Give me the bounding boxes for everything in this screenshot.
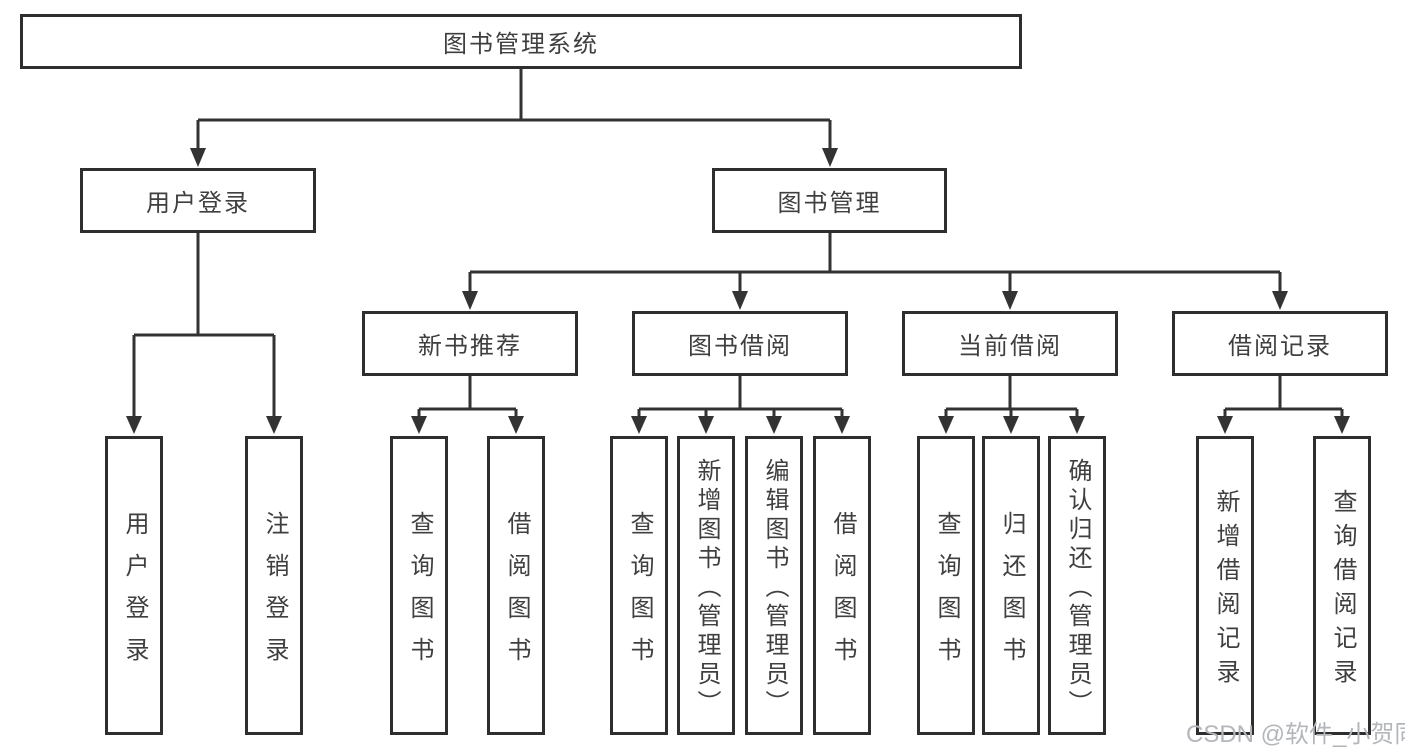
node-leaf-br-add-record: 新增借阅记录 — [1196, 436, 1254, 735]
connector-book-borrow — [631, 376, 850, 434]
node-leaf-bb-add-book-admin: 新增图书（管理员） — [677, 436, 735, 735]
node-leaf-nb-borrow-book: 借阅图书 — [487, 436, 545, 735]
node-leaf-cb-query-book-label: 查询图书 — [933, 510, 960, 679]
connector-borrow-record — [1217, 376, 1350, 434]
node-leaf-br-add-record-label: 新增借阅记录 — [1212, 488, 1239, 693]
node-new-book-recommend: 新书推荐 — [362, 311, 578, 376]
node-current-borrow: 当前借阅 — [902, 311, 1118, 376]
connector-current-borrow — [938, 376, 1085, 434]
node-book-management: 图书管理 — [712, 168, 947, 233]
node-leaf-bb-borrow-book-label: 借阅图书 — [829, 510, 856, 679]
node-leaf-br-query-record-label: 查询借阅记录 — [1329, 488, 1356, 693]
node-book-borrow: 图书借阅 — [632, 311, 848, 376]
node-leaf-user-login-label: 用户登录 — [121, 510, 148, 679]
connector-user-login — [126, 233, 282, 434]
connector-new-book — [411, 376, 524, 434]
node-leaf-cb-return-book-label: 归还图书 — [998, 510, 1025, 679]
node-leaf-bb-query-book-label: 查询图书 — [626, 510, 653, 679]
node-library-system-label: 图书管理系统 — [443, 31, 599, 58]
connector-root — [190, 69, 838, 167]
node-leaf-nb-borrow-book-label: 借阅图书 — [503, 510, 530, 679]
connector-book-management — [462, 233, 1288, 310]
node-borrow-record: 借阅记录 — [1172, 311, 1388, 376]
node-user-login: 用户登录 — [80, 168, 316, 233]
node-leaf-br-query-record: 查询借阅记录 — [1313, 436, 1371, 735]
node-current-borrow-label: 当前借阅 — [958, 333, 1062, 360]
node-new-book-recommend-label: 新书推荐 — [418, 333, 522, 360]
node-book-management-label: 图书管理 — [777, 190, 882, 217]
node-leaf-bb-add-book-admin-label: 新增图书（管理员） — [693, 457, 720, 719]
node-leaf-logout: 注销登录 — [245, 436, 303, 735]
node-leaf-nb-query-book: 查询图书 — [390, 436, 448, 735]
node-leaf-nb-query-book-label: 查询图书 — [406, 510, 433, 679]
node-leaf-cb-query-book: 查询图书 — [917, 436, 975, 735]
node-leaf-cb-return-book: 归还图书 — [982, 436, 1040, 735]
node-borrow-record-label: 借阅记录 — [1228, 333, 1332, 360]
node-book-borrow-label: 图书借阅 — [688, 333, 792, 360]
csdn-watermark: CSDN @软件_小贺同学 — [1186, 721, 1405, 747]
node-leaf-bb-borrow-book: 借阅图书 — [813, 436, 871, 735]
node-leaf-bb-edit-book-admin-label: 编辑图书（管理员） — [761, 457, 788, 719]
node-leaf-cb-confirm-return-admin: 确认归还（管理员） — [1048, 436, 1106, 735]
node-leaf-cb-confirm-return-admin-label: 确认归还（管理员） — [1064, 457, 1091, 719]
node-leaf-bb-query-book: 查询图书 — [610, 436, 668, 735]
node-leaf-user-login: 用户登录 — [105, 436, 163, 735]
node-library-system: 图书管理系统 — [20, 14, 1022, 69]
node-user-login-label: 用户登录 — [146, 190, 250, 217]
node-leaf-logout-label: 注销登录 — [261, 510, 288, 679]
node-leaf-bb-edit-book-admin: 编辑图书（管理员） — [745, 436, 803, 735]
